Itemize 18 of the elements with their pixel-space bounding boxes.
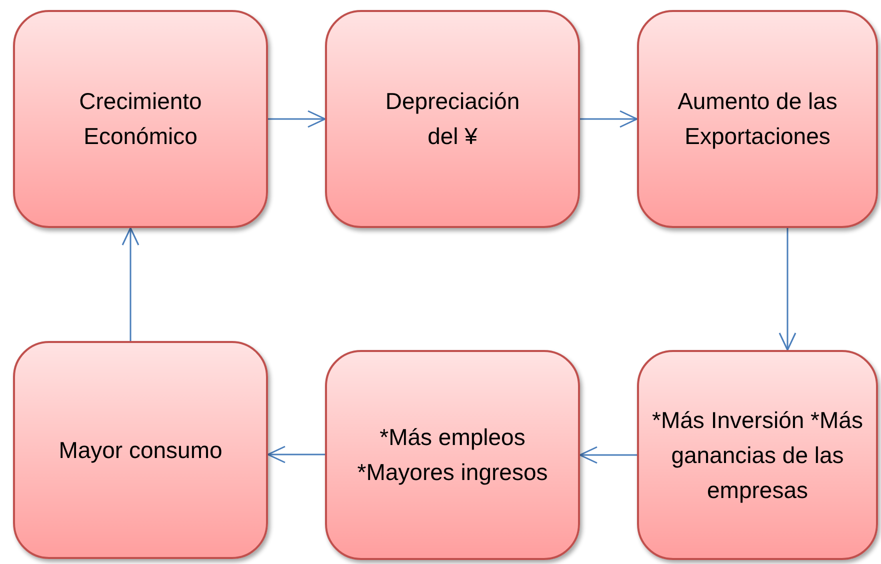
process-box	[13, 10, 268, 228]
arrow	[579, 446, 637, 464]
process-box	[637, 10, 878, 228]
arrow	[268, 110, 326, 128]
process-box	[325, 350, 580, 560]
process-box	[325, 10, 580, 228]
box-label: Mayor consumo	[58, 436, 222, 465]
box-label: Aumento de las Exportaciones	[676, 87, 838, 151]
arrow	[580, 110, 638, 128]
arrow	[267, 446, 325, 464]
box-label: *Más empleos *Mayores ingresos	[356, 423, 549, 487]
arrow	[122, 227, 140, 341]
box-label: *Más Inversión *Más ganancias de las empresas	[651, 406, 864, 505]
process-box	[637, 350, 878, 560]
box-label: Depreciación del ¥	[384, 87, 521, 151]
box-label: Crecimiento Económico	[78, 87, 203, 151]
arrow	[778, 228, 796, 351]
process-box	[13, 341, 268, 559]
